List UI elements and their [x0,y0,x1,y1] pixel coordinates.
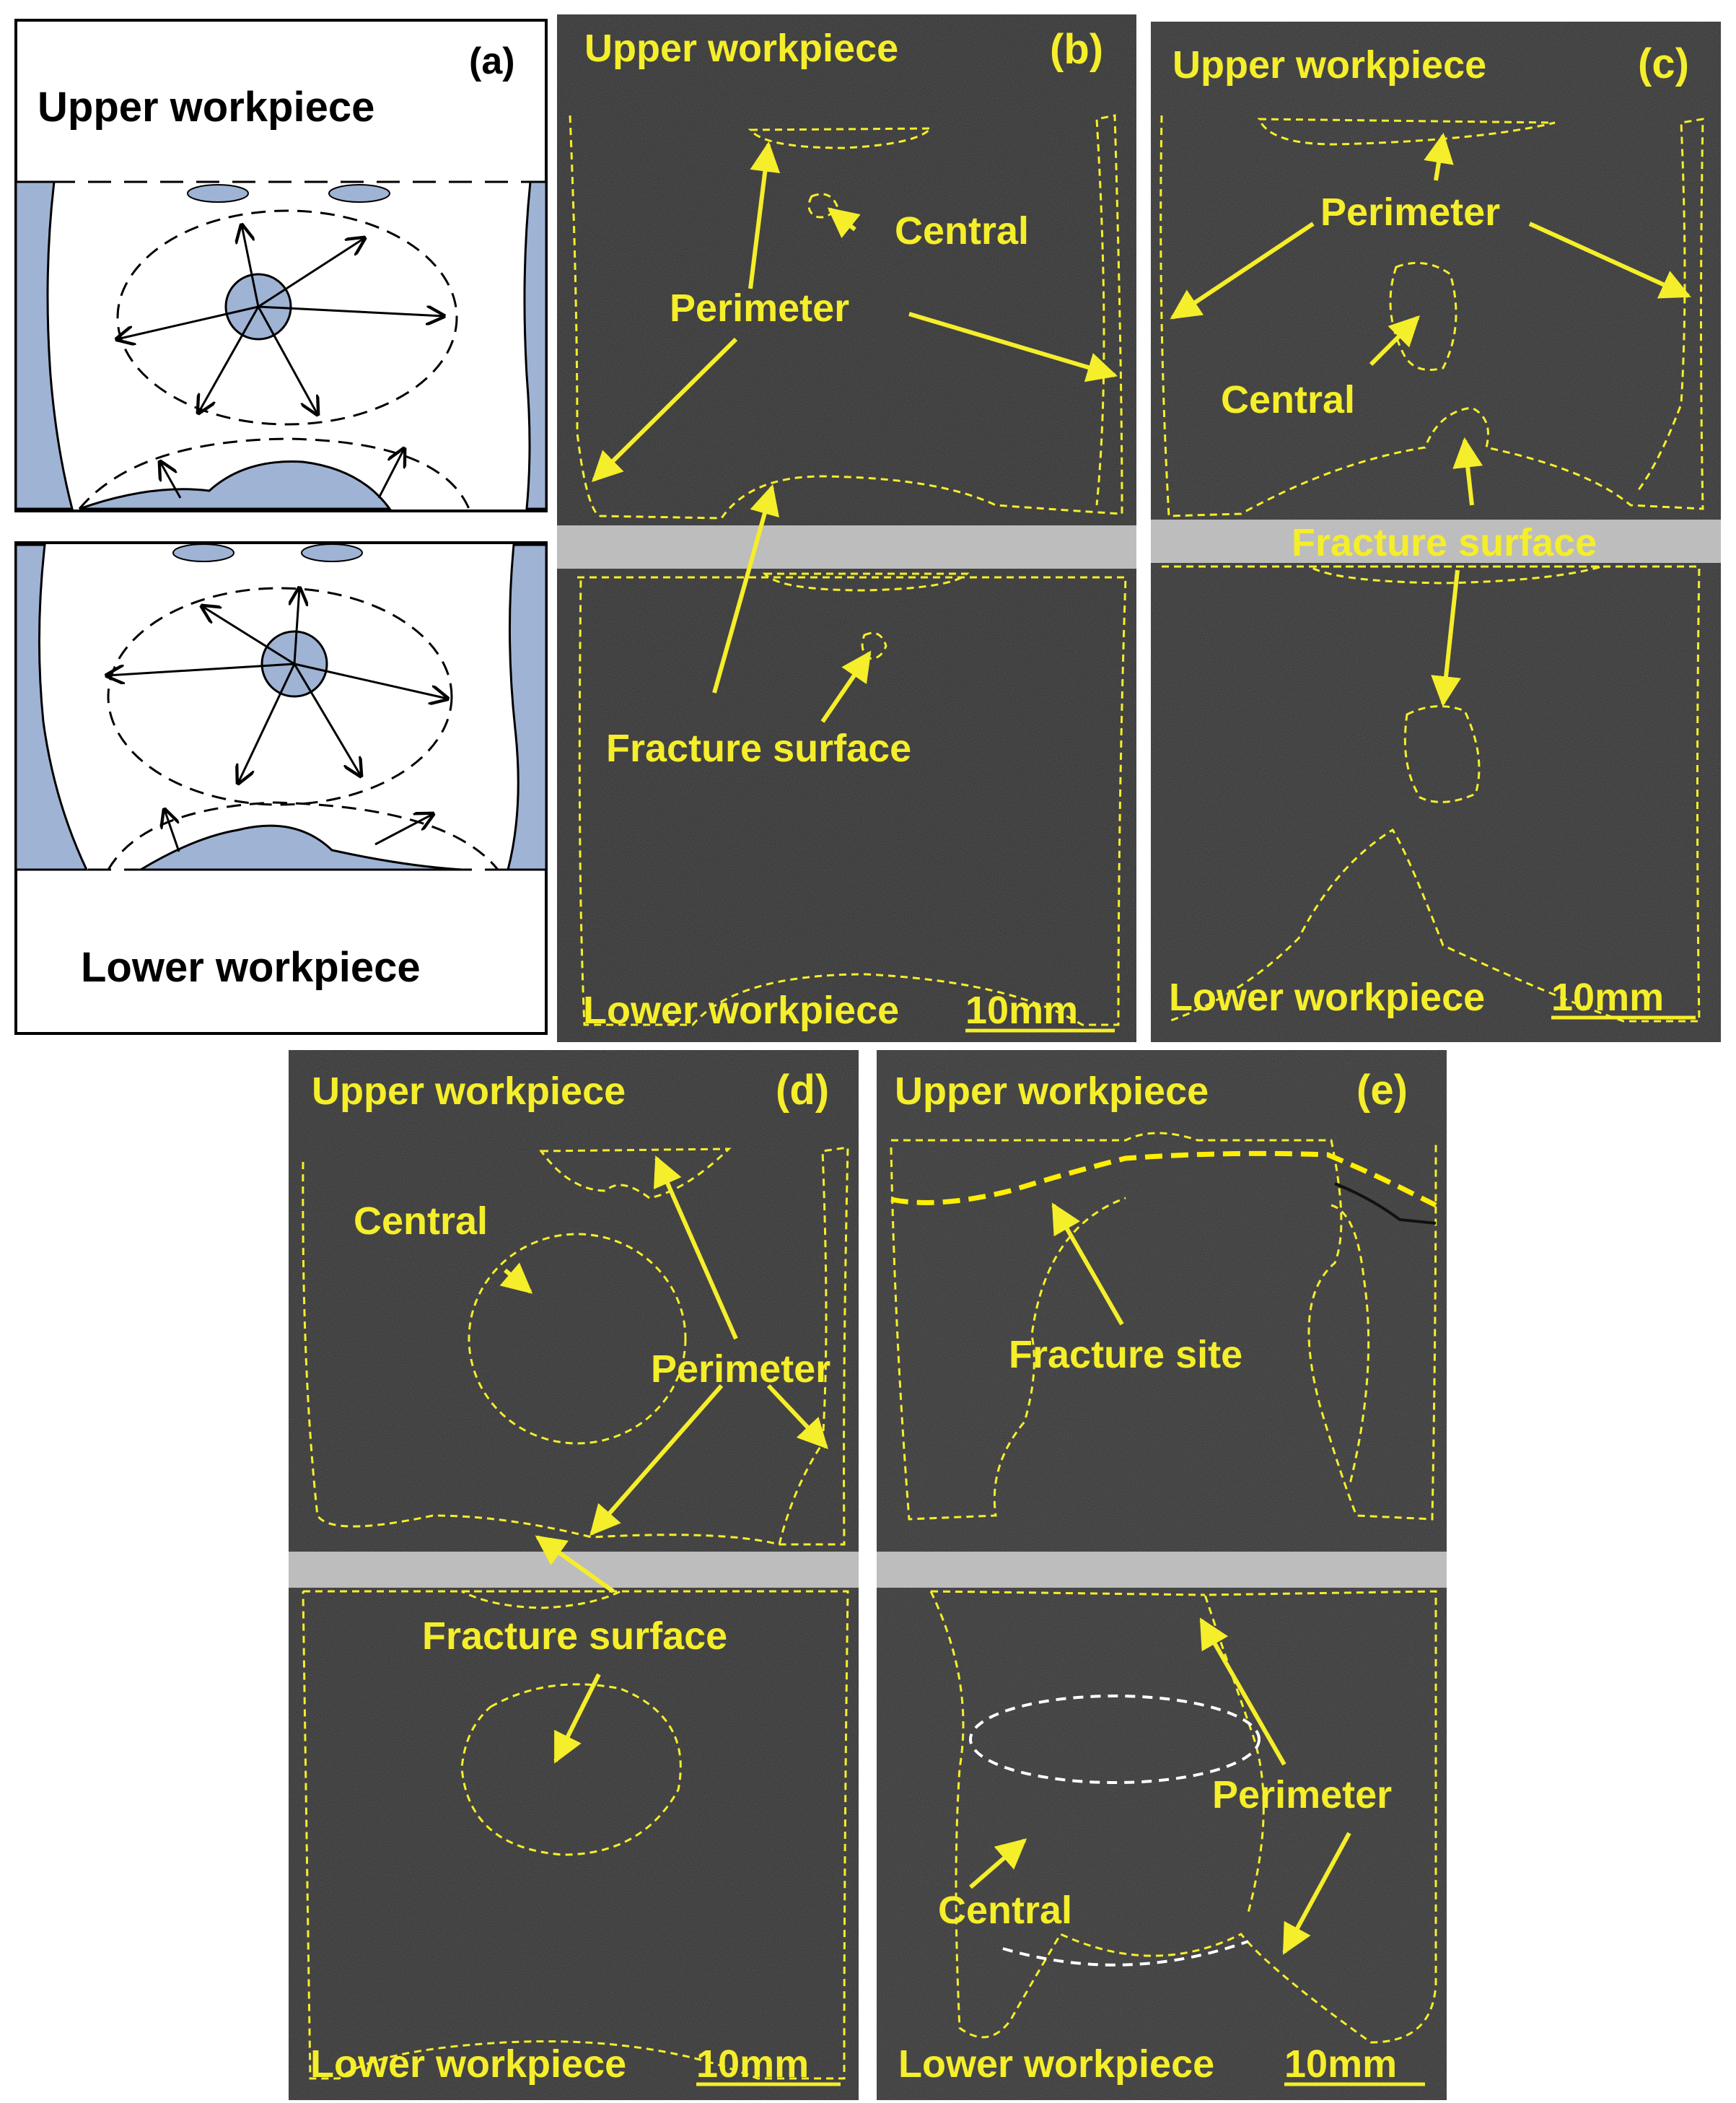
panel-a-small-nugget-1 [187,184,249,203]
panel-c-lower-label: Lower workpiece [1169,976,1485,1019]
panel-a-bottom-boundary-upper [78,437,470,510]
panel-d-callout-fracture: Fracture surface [422,1614,727,1658]
panel-c-callout-perimeter: Perimeter [1320,191,1500,234]
panel-a-left-perimeter-lower [14,543,89,871]
panel-a-bottom-nugget-upper [79,460,392,510]
panel-a-left-perimeter-upper [14,180,74,510]
panel-e-divider [877,1552,1447,1588]
panel-c-callout-fracture: Fracture surface [1292,521,1597,564]
panel-c-upper-label: Upper workpiece [1172,43,1486,87]
panel-a-bottom-nugget-lower [136,824,463,871]
panel-c-photo: Upper workpiece (c) Perimeter Central Fr… [1151,22,1721,1042]
panel-b-photo: Upper workpiece (b) Central Perimeter Fr… [557,14,1136,1042]
panel-b-callout-perimeter: Perimeter [670,287,849,330]
panel-a-right-perimeter-lower [507,543,548,871]
panel-e-fracture-line [890,1150,1437,1208]
panel-d-divider [289,1552,859,1588]
panel-b-lower-label: Lower workpiece [583,989,899,1032]
panel-e-tag: (e) [1356,1067,1408,1114]
panel-d-scale-label: 10mm [696,2042,809,2086]
panel-b-callout-central: Central [895,209,1029,253]
panel-a-central-boundary-lower [107,587,453,806]
panel-e-callout-central: Central [938,1889,1072,1932]
panel-e-central-boundary [969,1695,1261,1784]
panel-c-divider [1151,520,1721,563]
panel-d-tag: (d) [776,1067,829,1114]
panel-b-scale-label: 10mm [965,989,1078,1032]
panel-a-tag: (a) [469,40,515,82]
panel-c-callout-central: Central [1221,378,1355,421]
panel-a-small-nugget-3 [172,543,234,562]
panel-d-lower-label: Lower workpiece [310,2042,626,2086]
panel-a-right-perimeter-upper [523,180,548,510]
panel-a-upper-label: Upper workpiece [38,84,374,131]
panel-a-upper-box [14,19,548,512]
panel-a-central-arrows [117,225,444,414]
panel-a-schematic: (a) Upper workpiece Lower workpiece [14,19,548,1035]
panel-e-callout-perimeter: Perimeter [1212,1773,1392,1816]
panel-b-divider [557,525,1136,569]
panel-a-small-nugget-4 [301,543,363,562]
panel-a-lower-label: Lower workpiece [81,944,421,991]
panel-e-callout-fracture-site: Fracture site [1009,1333,1242,1376]
panel-e-scale-label: 10mm [1284,2042,1397,2086]
panel-b-tag: (b) [1050,26,1103,73]
panel-e-lower-label: Lower workpiece [898,2042,1214,2086]
panel-e-upper-label: Upper workpiece [895,1070,1209,1113]
panel-d-photo: Upper workpiece (d) Central Perimeter Fr… [289,1050,859,2100]
panel-d-upper-label: Upper workpiece [312,1070,626,1113]
panel-d-callout-perimeter: Perimeter [651,1347,830,1391]
panel-b-upper-label: Upper workpiece [584,27,898,70]
panel-a-central-boundary [116,209,458,426]
panel-c-tag: (c) [1638,40,1689,87]
panel-c-scale-label: 10mm [1551,976,1664,1019]
panel-b-callout-fracture: Fracture surface [606,727,911,770]
panel-a-small-nugget-2 [328,184,390,203]
panel-d-callout-central: Central [354,1199,488,1243]
panel-e-photo: Upper workpiece (e) Fracture site Perime… [877,1050,1447,2100]
